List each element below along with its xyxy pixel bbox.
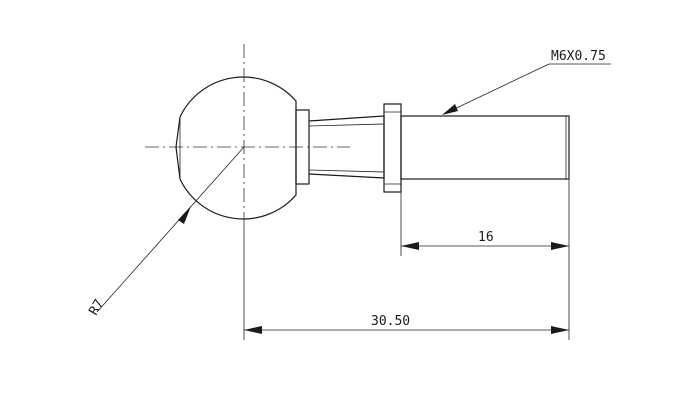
- dim16-text: 16: [478, 230, 494, 245]
- dim3050-text: 30.50: [371, 314, 410, 329]
- radius-text: R7: [86, 297, 107, 318]
- ball-outline: [175, 76, 297, 220]
- radius-leader: [96, 146, 245, 313]
- thread-callout-arrowhead: [442, 104, 458, 115]
- neck-inner-line: [308, 123, 385, 127]
- neck-inner-line-bottom: [308, 169, 385, 173]
- thread-callout-leader: [447, 63, 550, 113]
- radius-arrowhead: [178, 206, 191, 224]
- dim3050-arrow-left: [244, 326, 262, 334]
- threaded-shank: [400, 115, 570, 180]
- dim3050-arrow-right: [551, 326, 569, 334]
- dim16-arrow-left: [401, 242, 419, 250]
- flange: [383, 103, 402, 193]
- neck-collar: [295, 109, 310, 185]
- thread-callout-text: M6X0.75: [551, 49, 606, 64]
- dim16-arrow-right: [551, 242, 569, 250]
